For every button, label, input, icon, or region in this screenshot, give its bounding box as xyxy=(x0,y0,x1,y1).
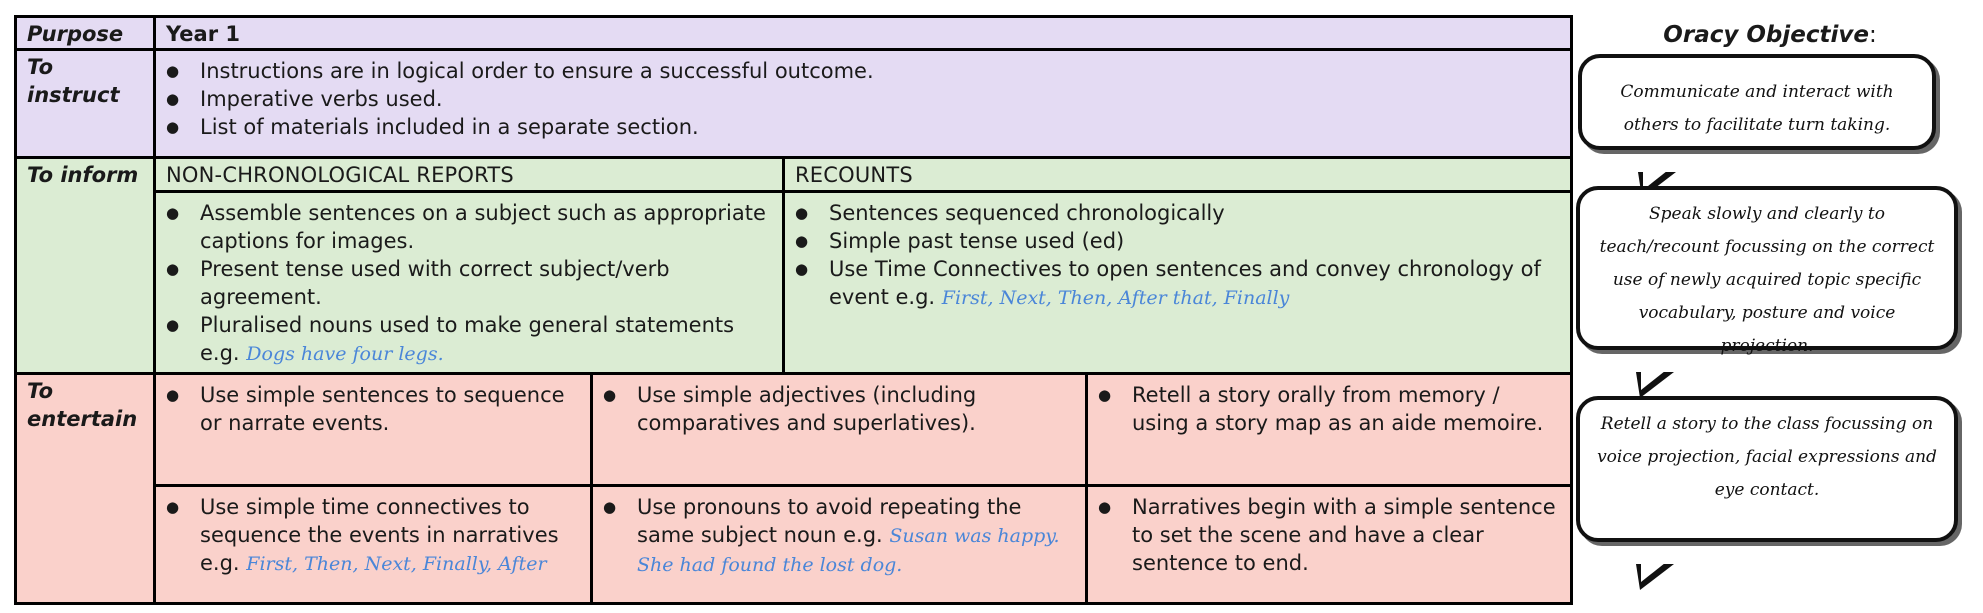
entertain-item: Use simple sentences to sequence or narr… xyxy=(166,381,580,437)
speech-bubble-text: Retell a story to the class focussing on… xyxy=(1597,414,1937,500)
oracy-title: Oracy Objective: xyxy=(1600,22,1940,48)
oracy-title-colon: : xyxy=(1868,22,1877,48)
ncr-header: NON-CHRONOLOGICAL REPORTS xyxy=(153,155,785,194)
recounts-content: Sentences sequenced chronologically Simp… xyxy=(781,190,1574,376)
entertain-item: Use simple adjectives (including compara… xyxy=(603,381,1075,437)
inform-label: To inform xyxy=(14,155,156,376)
ncr-item: Pluralised nouns used to make general st… xyxy=(166,311,772,368)
instruct-item: Imperative verbs used. xyxy=(166,85,1560,113)
oracy-title-text: Oracy Objective xyxy=(1663,22,1869,48)
recounts-header: RECOUNTS xyxy=(781,155,1574,194)
instruct-content: Instructions are in logical order to ens… xyxy=(152,48,1574,159)
entertain-r2c3: Narratives begin with a simple sentence … xyxy=(1084,483,1574,606)
entertain-item: Retell a story orally from memory / usin… xyxy=(1098,381,1560,437)
entertain-item: Use simple time connectives to sequence … xyxy=(166,493,580,578)
speech-bubble-1: Communicate and interact with others to … xyxy=(1578,54,1936,198)
entertain-item: Use pronouns to avoid repeating the same… xyxy=(603,493,1075,579)
ncr-item-text: Pluralised nouns used to make general st… xyxy=(200,313,735,366)
purpose-table: Purpose Year 1 To instruct Instructions … xyxy=(14,14,1574,606)
ncr-content: Assemble sentences on a subject such as … xyxy=(153,190,785,376)
instruct-item: List of materials included in a separate… xyxy=(166,113,1560,141)
instruct-label: To instruct xyxy=(14,48,156,159)
entertain-r2c1: Use simple time connectives to sequence … xyxy=(153,483,593,606)
speech-bubble-2: Speak slowly and clearly to teach/recoun… xyxy=(1576,186,1958,398)
entertain-r2c2: Use pronouns to avoid repeating the same… xyxy=(590,483,1088,606)
recount-example: First, Next, Then, After that, Finally xyxy=(941,287,1290,310)
entertain-r1c3: Retell a story orally from memory / usin… xyxy=(1084,372,1574,487)
ncr-example: Dogs have four legs. xyxy=(246,343,444,366)
speech-bubble-text: Communicate and interact with others to … xyxy=(1620,82,1894,135)
entertain-r1c1: Use simple sentences to sequence or narr… xyxy=(153,372,593,487)
ncr-item: Present tense used with correct subject/… xyxy=(166,255,772,311)
entertain-r1c2: Use simple adjectives (including compara… xyxy=(590,372,1088,487)
recount-item-text: Use Time Connectives to open sentences a… xyxy=(829,257,1541,310)
entertain-item-text: Use simple time connectives to sequence … xyxy=(200,494,559,575)
entertain-label: To entertain xyxy=(14,372,156,605)
speech-bubble-text: Speak slowly and clearly to teach/recoun… xyxy=(1599,204,1935,356)
speech-bubble-3: Retell a story to the class focussing on… xyxy=(1576,396,1958,590)
entertain-item-text: Use pronouns to avoid repeating the same… xyxy=(637,494,1022,547)
instruct-item: Instructions are in logical order to ens… xyxy=(166,57,1560,85)
ncr-item: Assemble sentences on a subject such as … xyxy=(166,199,772,255)
entertain-item: Narratives begin with a simple sentence … xyxy=(1098,493,1560,577)
year-header: Year 1 xyxy=(152,14,1574,52)
recount-item: Sentences sequenced chronologically xyxy=(795,199,1560,227)
recount-item: Simple past tense used (ed) xyxy=(795,227,1560,255)
recount-item: Use Time Connectives to open sentences a… xyxy=(795,255,1560,312)
entertain-example: Susan was happy. She had found the lost … xyxy=(637,524,1060,576)
purpose-header: Purpose xyxy=(14,14,156,52)
entertain-example: First, Then, Next, Finally, After xyxy=(246,552,547,575)
